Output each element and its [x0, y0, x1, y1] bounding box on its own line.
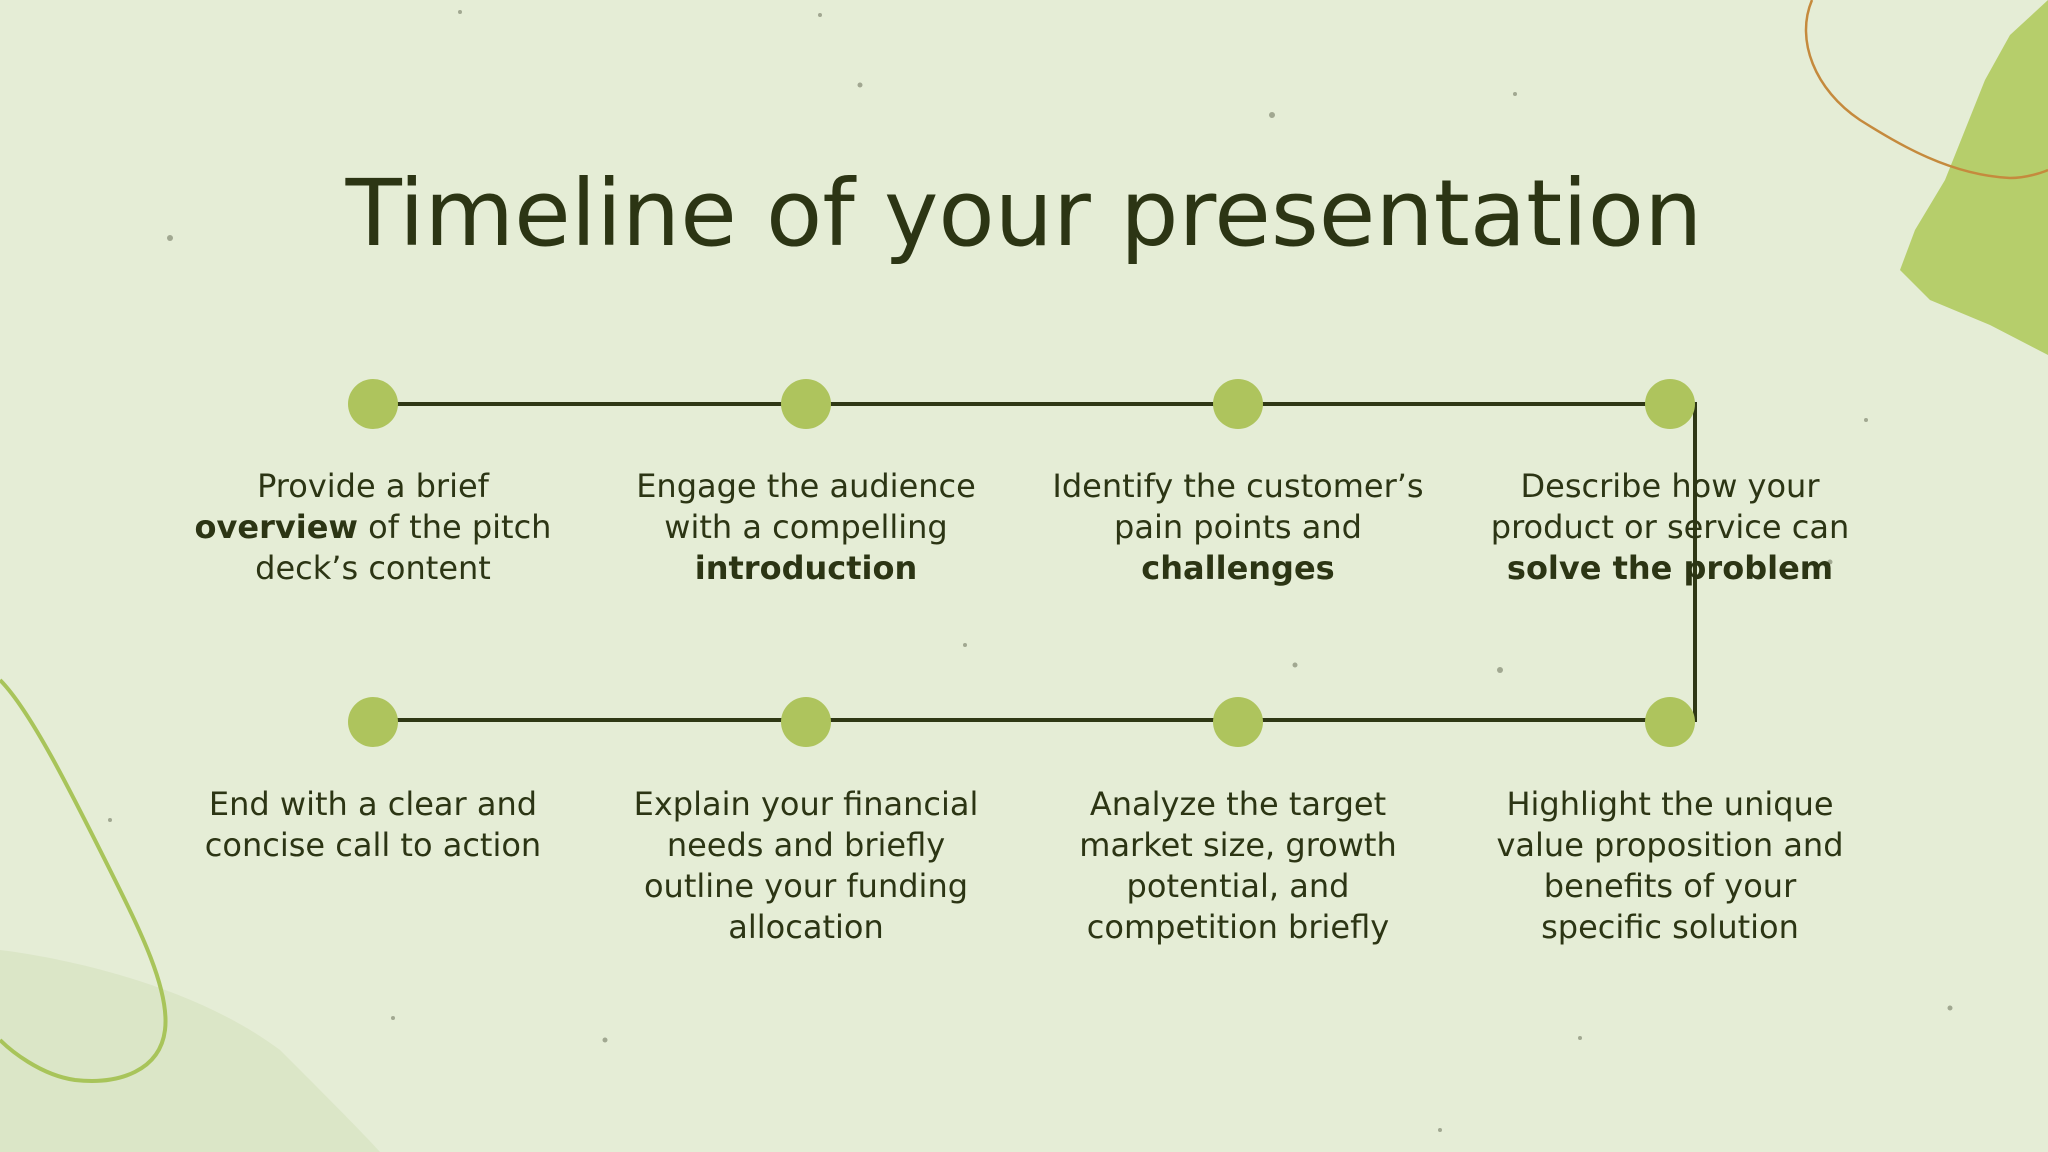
step-1-text: Provide a brief overview of the pitch de…: [194, 467, 552, 587]
step-5-text: Highlight the unique value proposition a…: [1496, 785, 1844, 946]
page-title: Timeline of your presentation: [345, 160, 1703, 267]
step-7-text: Explain your financial needs and briefly…: [633, 785, 979, 946]
timeline-dot-7: [781, 697, 831, 747]
timeline-line-bottom: [373, 718, 1696, 722]
timeline-line-right: [1693, 402, 1697, 722]
green-loop-bottom-left: [0, 678, 168, 1083]
step-3-text: Identify the customer’s pain points and …: [1052, 467, 1424, 587]
brush-stroke-bottom-left: [0, 950, 380, 1152]
timeline-dot-1: [348, 379, 398, 429]
step-4-text: Describe how your product or service can…: [1490, 467, 1850, 587]
timeline-dot-2: [781, 379, 831, 429]
brush-stroke-top-right: [1900, 0, 2048, 355]
step-8-text: End with a clear and concise call to act…: [204, 785, 542, 864]
paper-speckles: [108, 10, 1953, 1132]
timeline-dot-5: [1645, 697, 1695, 747]
timeline-dot-3: [1213, 379, 1263, 429]
orange-loop-top-right: [1804, 0, 2048, 180]
timeline-dot-6: [1213, 697, 1263, 747]
timeline-dot-4: [1645, 379, 1695, 429]
step-6-text: Analyze the target market size, growth p…: [1079, 785, 1397, 946]
timeline-dot-8: [348, 697, 398, 747]
step-2-text: Engage the audience with a compelling in…: [636, 467, 976, 587]
timeline-line-top: [373, 402, 1696, 406]
